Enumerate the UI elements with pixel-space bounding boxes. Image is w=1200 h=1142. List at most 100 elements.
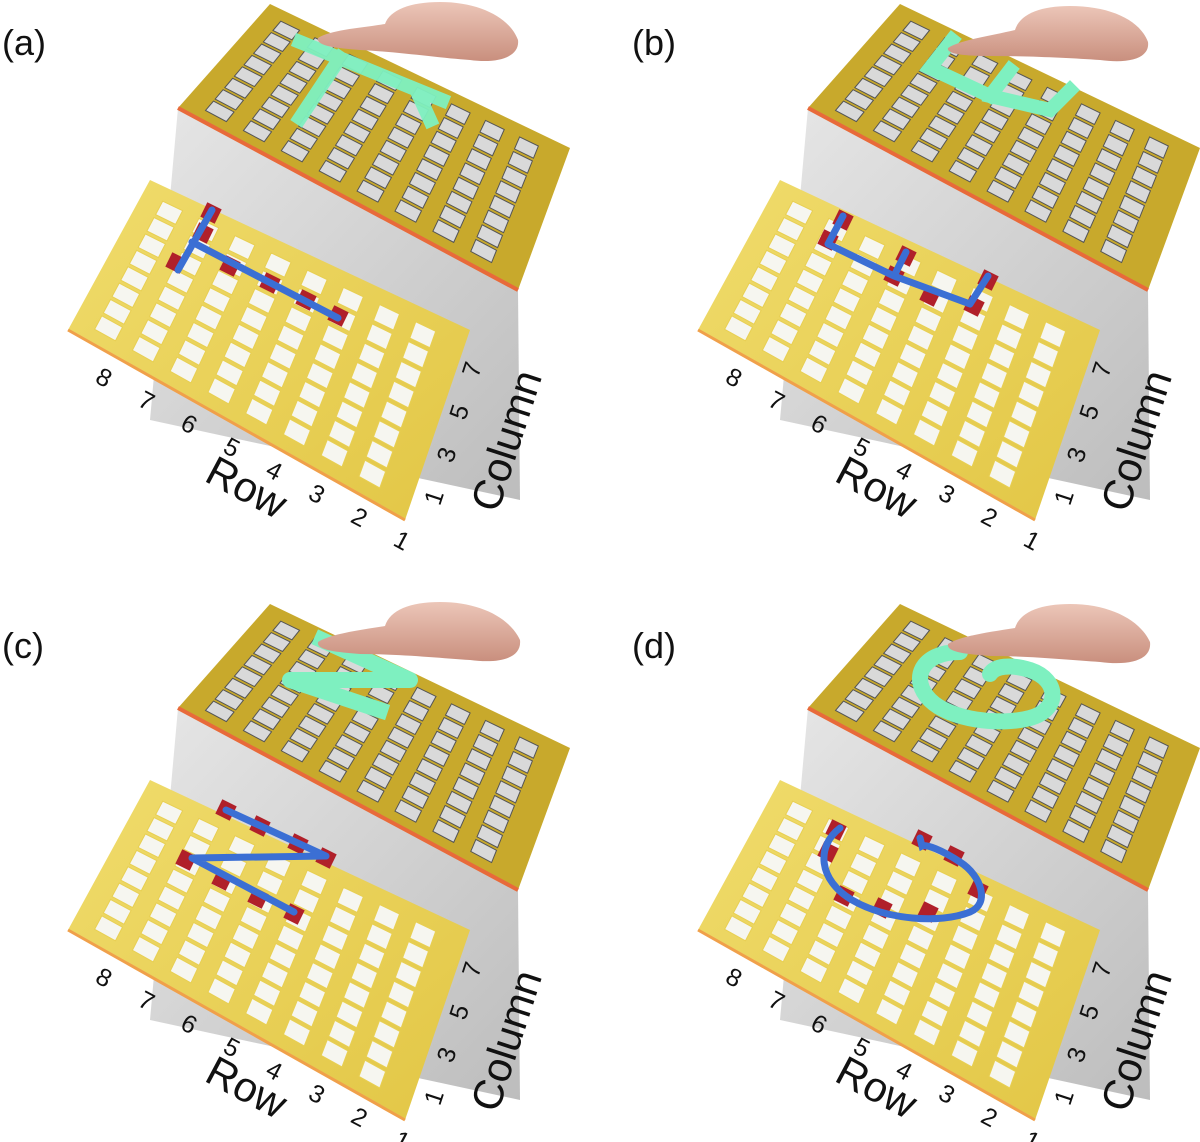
bottom-key bbox=[723, 315, 754, 342]
top-key bbox=[910, 139, 940, 163]
top-key bbox=[1100, 838, 1128, 864]
top-key bbox=[214, 89, 245, 111]
top-key bbox=[280, 739, 310, 763]
top-key bbox=[437, 116, 464, 140]
bottom-key bbox=[215, 359, 244, 387]
top-key bbox=[853, 677, 884, 699]
bottom-key bbox=[120, 266, 149, 292]
row-tick-label: 2 bbox=[346, 1102, 371, 1133]
top-key bbox=[956, 746, 986, 770]
top-key bbox=[994, 766, 1023, 790]
bottom-key bbox=[131, 935, 161, 963]
bottom-key bbox=[770, 918, 800, 946]
top-key bbox=[251, 708, 282, 731]
top-key bbox=[430, 730, 457, 754]
bottom-key bbox=[912, 418, 942, 447]
bottom-key bbox=[365, 1039, 394, 1069]
bottom-key bbox=[255, 870, 284, 896]
bottom-key bbox=[169, 956, 199, 984]
bottom-key bbox=[972, 981, 1001, 1010]
top-key bbox=[986, 179, 1015, 203]
bottom-key bbox=[401, 340, 430, 369]
bottom-key bbox=[372, 1019, 401, 1049]
top-key bbox=[223, 77, 254, 99]
bottom-key bbox=[869, 305, 898, 333]
column-tick-label: 1 bbox=[419, 487, 450, 509]
bottom-key bbox=[935, 961, 964, 990]
bottom-key bbox=[1002, 903, 1031, 931]
top-key bbox=[1075, 190, 1103, 215]
bottom-key bbox=[372, 419, 401, 449]
bottom-key bbox=[893, 852, 922, 878]
top-key bbox=[479, 119, 505, 143]
top-key bbox=[892, 31, 922, 53]
bottom-key bbox=[1024, 960, 1052, 989]
top-key bbox=[379, 739, 407, 763]
top-key bbox=[507, 150, 534, 174]
bottom-key bbox=[305, 361, 334, 390]
row-tick-label: 8 bbox=[721, 362, 746, 393]
top-key bbox=[415, 158, 444, 181]
top-key bbox=[482, 209, 510, 234]
bottom-trace-d bbox=[820, 824, 985, 923]
top-key bbox=[919, 127, 949, 150]
bottom-key bbox=[767, 233, 797, 259]
bottom-key bbox=[988, 1059, 1017, 1089]
bottom-key bbox=[906, 324, 935, 352]
top-key bbox=[408, 171, 437, 195]
bottom-key bbox=[357, 942, 386, 970]
hand-c bbox=[317, 602, 521, 662]
bottom-key bbox=[387, 380, 415, 409]
top-key bbox=[334, 134, 364, 157]
bottom-key bbox=[987, 942, 1016, 970]
top-key bbox=[997, 682, 1025, 705]
bottom-key bbox=[252, 379, 282, 408]
top-key bbox=[945, 90, 974, 113]
top-key bbox=[432, 818, 460, 844]
hand-a bbox=[317, 2, 519, 62]
top-key bbox=[445, 190, 473, 215]
top-key bbox=[1095, 748, 1122, 771]
bottom-key bbox=[758, 249, 788, 275]
top-key bbox=[1001, 152, 1030, 176]
bottom-key bbox=[906, 924, 935, 952]
bottom-key bbox=[890, 961, 920, 989]
bottom-trace-b bbox=[824, 212, 992, 308]
column-tick-label: 1 bbox=[1049, 487, 1080, 509]
top-key bbox=[356, 779, 385, 803]
bottom-key bbox=[365, 323, 393, 351]
top-key bbox=[964, 134, 994, 157]
bottom-key bbox=[328, 1019, 356, 1049]
top-key bbox=[513, 736, 540, 759]
top-key bbox=[873, 654, 903, 676]
top-key bbox=[402, 699, 430, 722]
top-key bbox=[318, 159, 348, 183]
top-plate-b bbox=[808, 4, 1200, 290]
top-key bbox=[394, 713, 422, 736]
top-key bbox=[437, 716, 464, 740]
top-key bbox=[401, 785, 430, 809]
bottom-plate-edge-d bbox=[697, 928, 1036, 1122]
top-key bbox=[204, 700, 235, 723]
top-key bbox=[507, 750, 534, 774]
bottom-keys-b bbox=[723, 200, 1067, 489]
top-key bbox=[270, 84, 299, 106]
bottom-key bbox=[1017, 980, 1045, 1009]
bottom-key bbox=[290, 399, 319, 428]
bottom-key bbox=[840, 869, 870, 896]
top-key bbox=[902, 20, 931, 41]
bottom-key bbox=[292, 887, 321, 915]
top-key bbox=[1118, 194, 1146, 219]
top-key bbox=[306, 702, 335, 725]
bottom-key bbox=[816, 921, 845, 949]
column-tick-label: 1 bbox=[1049, 1087, 1080, 1109]
bottom-key bbox=[935, 361, 964, 390]
top-key bbox=[1060, 130, 1087, 154]
top-key bbox=[1031, 185, 1060, 209]
bottom-key bbox=[787, 885, 816, 912]
bottom-key bbox=[807, 939, 837, 966]
bottom-key bbox=[972, 381, 1001, 410]
bottom-key bbox=[177, 939, 207, 966]
top-key bbox=[459, 762, 486, 786]
bottom-key bbox=[394, 360, 422, 389]
